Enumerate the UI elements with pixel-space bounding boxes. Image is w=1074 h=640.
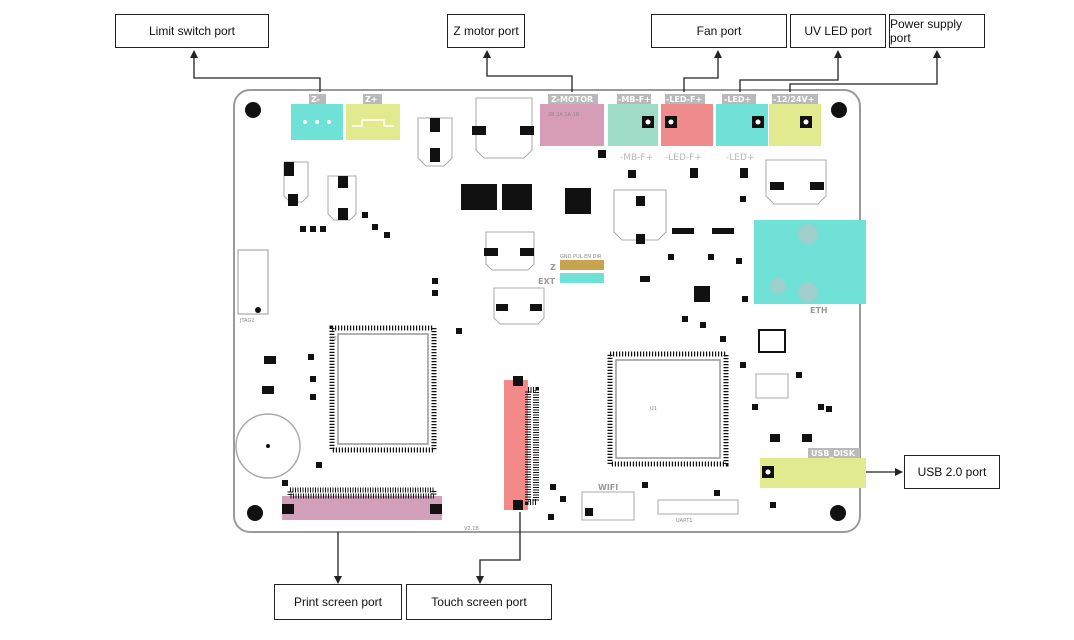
mounting-hole [830,505,846,521]
z-ext-label-z: Z [550,263,556,272]
usb-disk-label: USB_DISK [811,449,856,458]
leader-lines [193,58,938,578]
led-fan-header-label [665,94,705,104]
led-fan-label: -LED-F+ [666,95,702,104]
z-motor-header-label [548,94,598,104]
mb-fan-header-label [617,94,651,104]
eth-label: ETH [810,306,828,315]
z-plus-header-label [363,94,382,104]
mcu-u1 [615,359,721,459]
led-fan-silk: -LED-F+ [665,153,702,163]
z-motor-label: Z-MOTOR [551,95,593,104]
motor-pins-label: 2B 2A 1A 1B [548,112,580,118]
limit-switch-port-callout: Limit switch port [115,14,269,48]
capacitor-group [283,97,827,325]
power-header-label [772,94,818,104]
usb-disk-header-label [808,448,860,458]
print-screen-port-callout: Print screen port [274,584,402,620]
uv-led-port-callout: UV LED port [790,14,886,48]
z-motor-port-callout: Z motor port [447,14,525,48]
uart-label: UART1 [676,518,692,524]
uart-header [657,499,739,515]
z-motor-connector [540,104,604,146]
version-label: V2.1B [464,526,479,532]
mounting-hole [831,102,847,118]
print-screen-connector [282,496,442,520]
chip-u11 [758,329,786,353]
arrow-heads [190,50,941,584]
z-plus-connector [346,104,400,140]
signal-label: GND PUL EN DIR [560,254,602,260]
mb-fan-label: -MB-F+ [618,95,651,104]
z-minus-label: Z- [311,95,320,104]
chip-eth-phy [694,286,710,302]
pad-group [262,118,832,520]
mounting-hole [247,505,263,521]
usb-port [760,458,866,488]
touch-screen-connector [504,380,528,510]
jtag-label: JTAG2 [239,318,255,324]
mcu-u2 [337,333,429,445]
led-header-label [722,94,756,104]
mb-fan-silk: -MB-F+ [620,153,653,163]
led-label: -LED+ [724,95,751,104]
u2-label: U2 [330,336,337,342]
touch-screen-port-callout: Touch screen port [406,584,552,620]
usb-port-callout: USB 2.0 port [904,455,1000,489]
power-label: -12/24V+ [773,95,814,104]
z-plus-label: Z+ [365,95,378,104]
z-ext-label-ext: EXT [538,277,556,286]
z-ext-header-top [560,260,604,270]
wifi-label: WIFI [598,483,618,492]
z-minus-header-label [309,94,326,104]
jtag-header [237,249,269,315]
mounting-hole [245,102,261,118]
z-ext-header-bottom [560,273,604,283]
chip-u3 [565,188,591,214]
fan-port-callout: Fan port [651,14,787,48]
power-supply-port-callout: Power supply port [889,14,985,48]
led-silk: -LED+ [726,153,754,163]
chip-u10 [755,373,789,399]
u1-label: U1 [650,406,657,412]
power-connector [769,104,821,146]
